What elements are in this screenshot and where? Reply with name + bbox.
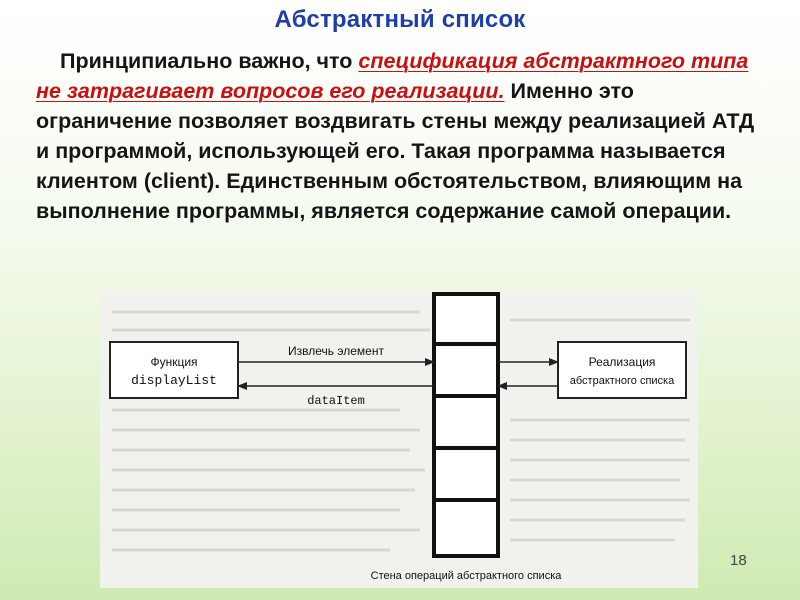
wall-cell bbox=[432, 342, 500, 398]
left-function-box bbox=[109, 341, 239, 399]
faded-background-text bbox=[112, 310, 690, 552]
body-paragraph: Принципиально важно, что спецификация аб… bbox=[36, 46, 766, 226]
left-box-line1: Функция bbox=[150, 355, 197, 369]
paragraph-lead: Принципиально важно, что bbox=[60, 49, 359, 73]
abstract-list-diagram: Функция displayList Реализация абстрактн… bbox=[100, 290, 698, 588]
arrow-top-label: Извлечь элемент bbox=[288, 344, 384, 358]
right-box-line1: Реализация bbox=[589, 355, 656, 369]
right-box-line2: абстрактного списка bbox=[570, 375, 675, 387]
paragraph-highlight: спецификация абстрактного типа не затраг… bbox=[36, 49, 749, 103]
diagram-svg: Функция displayList Реализация абстрактн… bbox=[109, 292, 690, 582]
page-number: 18 bbox=[730, 552, 747, 569]
paragraph-rest: Именно это ограничение позволяет воздвиг… bbox=[36, 79, 755, 223]
wall-cell bbox=[432, 292, 500, 346]
wall-caption: Стена операций абстрактного списка bbox=[371, 570, 563, 582]
arrow-bottom-label: dataItem bbox=[307, 394, 365, 408]
slide-title: Абстрактный список bbox=[274, 6, 526, 33]
left-box-line2: displayList bbox=[131, 373, 217, 388]
wall-cell bbox=[432, 394, 500, 450]
right-implementation-box bbox=[557, 341, 687, 399]
operations-wall bbox=[432, 292, 500, 558]
wall-cell bbox=[432, 498, 500, 558]
wall-cell bbox=[432, 446, 500, 502]
